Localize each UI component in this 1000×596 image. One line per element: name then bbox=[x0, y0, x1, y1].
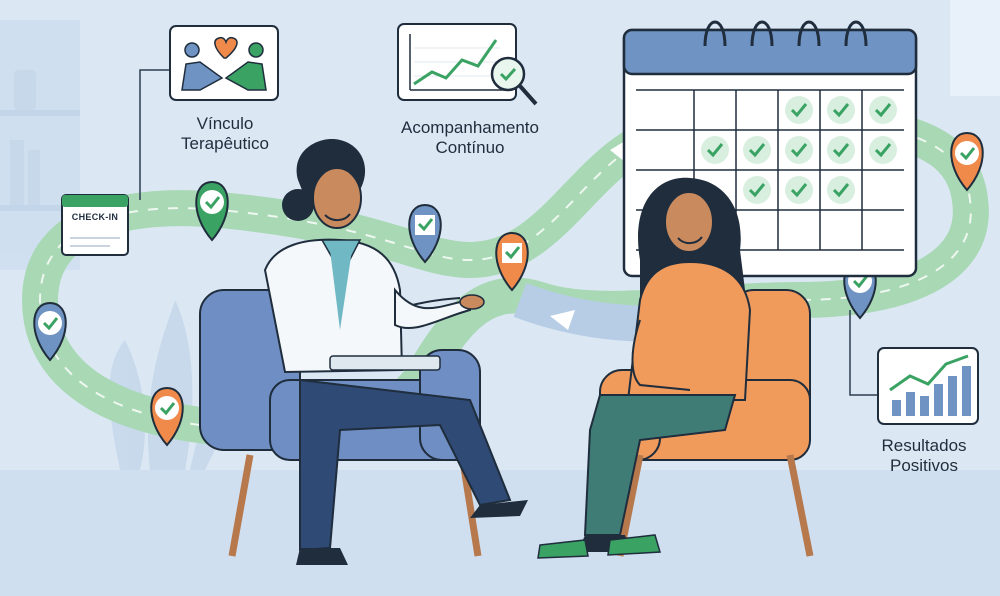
check-pin-icon bbox=[150, 386, 184, 447]
label-resultados-line2: Positivos bbox=[889, 456, 959, 475]
check-in-card-icon bbox=[61, 194, 129, 256]
callout-lines bbox=[139, 69, 880, 396]
bar-chart-growth-icon bbox=[877, 347, 979, 425]
check-pin-icon bbox=[195, 180, 229, 242]
label-vinculo-line2: Terapêutico bbox=[181, 134, 269, 153]
growth-chart-magnifier-icon bbox=[397, 23, 538, 106]
client-figure bbox=[537, 177, 752, 559]
therapist-figure bbox=[263, 139, 528, 565]
check-pin-icon bbox=[495, 231, 529, 292]
check-in-label: CHECK-IN bbox=[71, 212, 119, 222]
label-vinculo-line1: Vínculo bbox=[196, 114, 254, 133]
label-acompanhamento-line1: Acompanhamento bbox=[401, 118, 539, 137]
label-resultados-line1: Resultados bbox=[881, 436, 967, 455]
check-pin-icon bbox=[408, 203, 442, 264]
window bbox=[950, 0, 1000, 96]
check-pin-icon bbox=[33, 301, 67, 362]
label-resultados-positivos: Resultados Positivos bbox=[858, 436, 990, 476]
label-vinculo-terapeutico: Vínculo Terapêutico bbox=[160, 114, 290, 154]
label-acompanhamento-continuo: Acompanhamento Contínuo bbox=[370, 118, 570, 158]
heart-handshake-icon bbox=[169, 25, 279, 101]
check-pin-icon bbox=[950, 131, 984, 192]
label-acompanhamento-line2: Contínuo bbox=[435, 138, 505, 157]
